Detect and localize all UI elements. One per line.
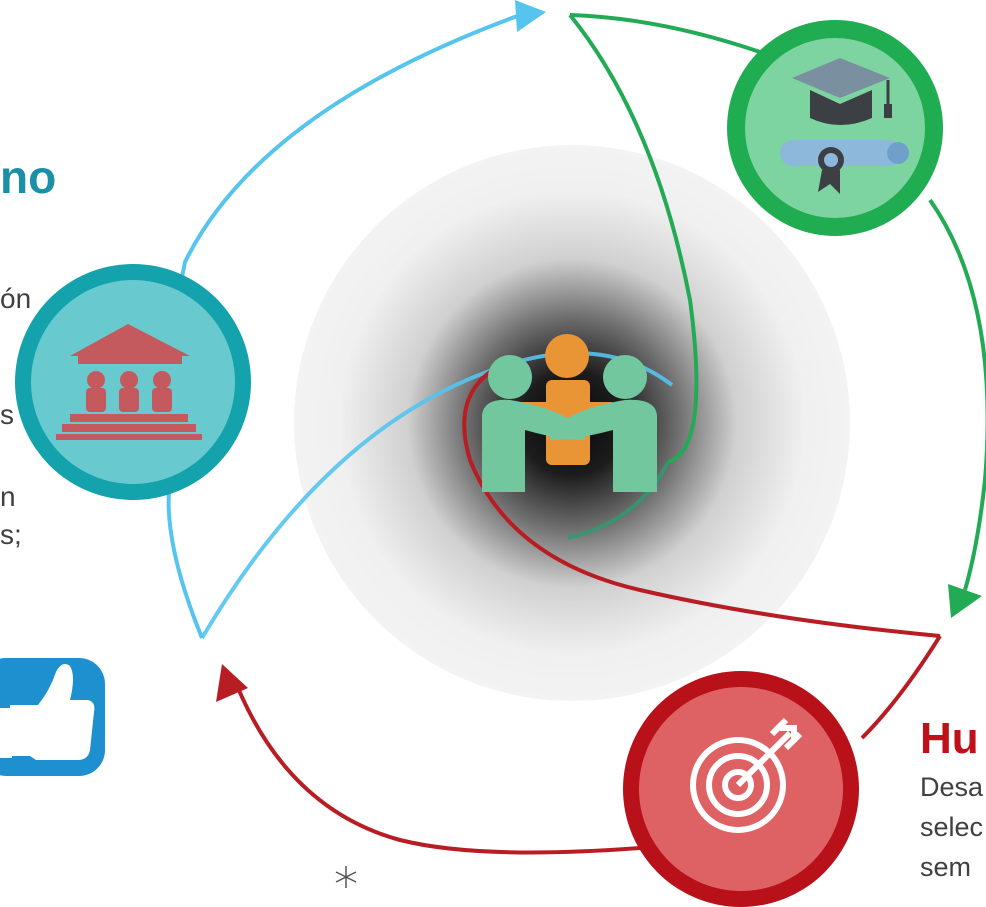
right-text-line: Desa	[920, 772, 984, 802]
target-node	[623, 671, 859, 907]
left-text-fragment: s;	[0, 519, 22, 550]
left-text-fragment: s	[0, 399, 14, 430]
right-text-line: sem	[920, 852, 972, 882]
left-title-fragment: no	[0, 151, 57, 203]
right-title-fragment: Hu	[920, 714, 979, 763]
graduation-cap-diploma-icon	[780, 58, 909, 194]
left-text-fragment: ón	[0, 283, 32, 314]
green-arrow	[567, 13, 986, 618]
team-meeting-icon	[482, 334, 657, 492]
graduation-node	[727, 20, 943, 236]
institution-building-icon	[56, 324, 202, 440]
institution-node	[15, 264, 251, 500]
left-text-fragment: n	[0, 481, 16, 512]
thumbs-up-icon	[0, 658, 105, 776]
red-arrow	[216, 370, 942, 855]
sparkle-mark	[335, 866, 357, 888]
right-text-line: selec	[920, 812, 984, 842]
target-arrow-icon	[690, 717, 803, 833]
